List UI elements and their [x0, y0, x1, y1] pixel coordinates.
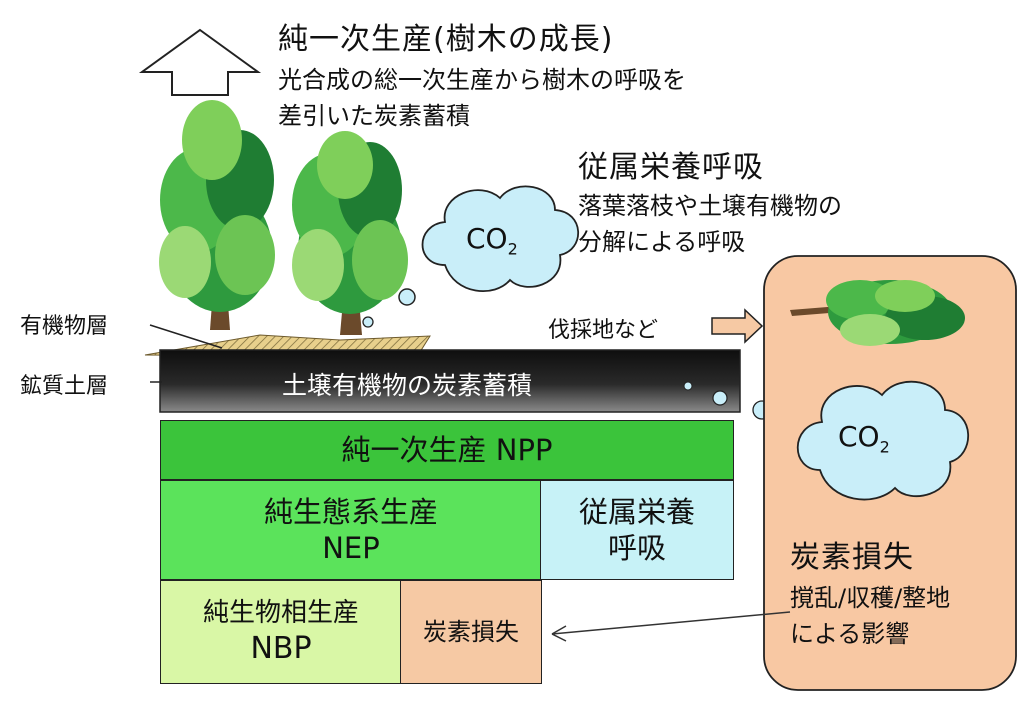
nep-box-label-line2: NEP	[322, 531, 380, 565]
rh-box-label-line1: 従属栄養	[578, 494, 695, 529]
nep-box-label-line1: 純生態系生産	[263, 494, 438, 529]
nbp-box-label-line1: 純生物相生産	[202, 598, 359, 628]
tree-icon	[292, 131, 408, 335]
mineral-soil-label: 鉱質土層	[20, 374, 109, 399]
bubble-icon	[683, 381, 693, 391]
rh-box-label-line2: 呼吸	[607, 531, 666, 565]
co2-label-panel: CO2	[838, 420, 890, 457]
nep-box: 純生態系生産 NEP	[160, 480, 542, 580]
side-panel-description-line1: 撹乱/収穫/整地	[790, 584, 951, 612]
felled-tree-icon	[790, 280, 965, 346]
organic-layer-label: 有機物層	[20, 314, 109, 339]
npp-box: 純一次生産 NPP	[160, 420, 734, 480]
side-panel-description-line2: による影響	[790, 620, 910, 648]
co2-cloud-icon	[796, 380, 970, 501]
soil-carbon-label: 土壌有機物の炭素蓄積	[282, 371, 533, 400]
heterotrophic-description-line1: 落葉落枝や土壌有機物の	[578, 192, 842, 220]
rh-box: 従属栄養 呼吸	[540, 480, 734, 580]
co2-label-top: CO2	[466, 222, 518, 259]
loss-pointer-line	[551, 611, 791, 635]
soil-layer	[159, 349, 741, 413]
harvest-label: 伐採地など	[548, 318, 659, 343]
carbon-loss-box: 炭素損失	[400, 580, 542, 684]
npp-description-line1: 光合成の総一次生産から樹木の呼吸を	[278, 66, 686, 94]
harvest-arrow-icon	[711, 308, 764, 344]
npp-description-line2: 差引いた炭素蓄積	[278, 102, 470, 130]
organic-layer-leader	[149, 324, 223, 349]
nbp-box: 純生物相生産 NBP	[160, 580, 402, 684]
nbp-box-label-line2: NBP	[250, 630, 312, 666]
loss-pointer-head	[551, 625, 567, 642]
heterotrophic-description-line2: 分解による呼吸	[578, 228, 746, 256]
heterotrophic-title: 従属栄養呼吸	[578, 150, 764, 185]
side-panel-title: 炭素損失	[790, 540, 914, 575]
carbon-loss-box-label: 炭素損失	[423, 618, 519, 646]
npp-box-label: 純一次生産 NPP	[341, 432, 553, 467]
npp-title: 純一次生産(樹木の成長)	[278, 22, 614, 57]
bubble-icon	[712, 390, 728, 406]
tree-icon	[159, 100, 275, 330]
growth-arrow-icon	[138, 28, 262, 96]
co2-cloud-icon	[362, 185, 580, 328]
